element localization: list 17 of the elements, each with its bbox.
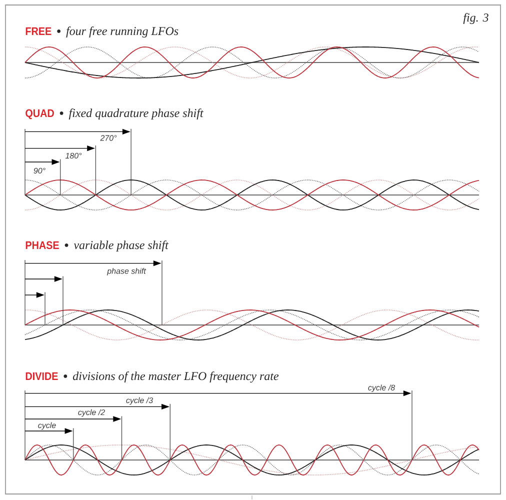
dimension-label: cycle /2 xyxy=(78,409,105,417)
dimension-label: 270° xyxy=(100,135,117,141)
section-subtitle: variable phase shift xyxy=(74,240,169,252)
dimension-label: cycle /8 xyxy=(368,384,396,392)
dimension-label: cycle /3 xyxy=(126,397,153,405)
section-subtitle: four free running LFOs xyxy=(66,26,178,38)
section-heading: PHASE xyxy=(26,241,59,250)
dimension-label: 180° xyxy=(65,152,82,159)
dimension-label: 90° xyxy=(34,168,46,174)
dimension-label: phase shift xyxy=(106,268,146,276)
figure-number: fig. 3 xyxy=(463,13,488,24)
section-heading: FREE xyxy=(26,27,52,35)
section-subtitle: fixed quadrature phase shift xyxy=(68,108,204,120)
section-subtitle: divisions of the master LFO frequency rate xyxy=(72,372,279,383)
section-heading: QUAD xyxy=(26,109,54,120)
section-heading: DIVIDE xyxy=(26,372,58,380)
dimension-label: cycle xyxy=(38,422,56,430)
